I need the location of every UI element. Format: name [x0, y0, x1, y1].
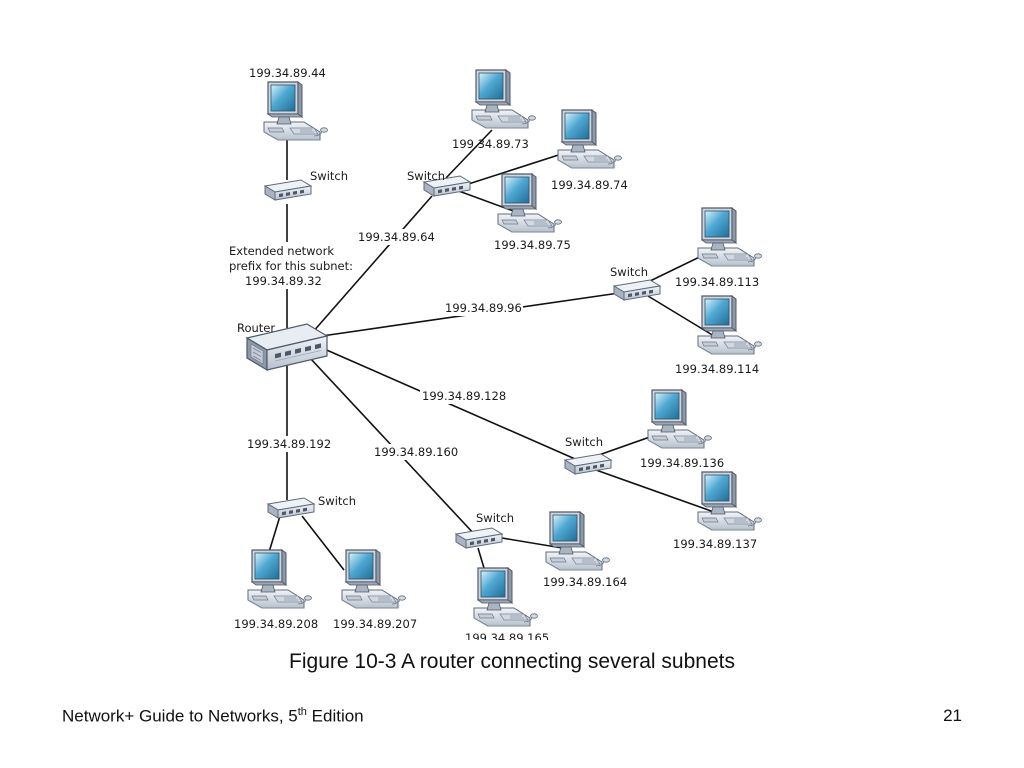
desktop-computer-icon — [697, 207, 763, 267]
switch-label: Switch — [310, 169, 348, 183]
host-ip-label: 199.34.89.164 — [543, 575, 627, 589]
network-switch-icon — [267, 497, 315, 519]
page-number: 21 — [943, 706, 962, 725]
subnet-link-label-line1: Extended network — [229, 244, 334, 258]
host-ip-label: 199.34.89.113 — [675, 275, 759, 289]
host-ip-label: 199.34.89.114 — [675, 362, 759, 376]
link-router-s128 — [321, 347, 583, 463]
host-ip-label: 199.34.89.207 — [333, 617, 417, 631]
host-ip-label: 199.34.89.136 — [640, 456, 724, 470]
network-switch-icon — [455, 527, 503, 549]
host-ip-label: 199.34.89.73 — [452, 137, 529, 151]
switch-label: Switch — [476, 511, 514, 525]
desktop-computer-icon — [697, 295, 763, 355]
link-s192-host-207 — [301, 515, 345, 571]
footer-book-title-sup: th — [297, 706, 307, 718]
host-ip-label: 199.34.89.75 — [494, 238, 571, 252]
desktop-computer-icon — [557, 109, 623, 169]
router-label: Router — [237, 321, 275, 335]
subnet-link-label-line2: prefix for this subnet: — [229, 259, 353, 273]
desktop-computer-icon — [341, 549, 407, 609]
figure-caption: Figure 10-3 A router connecting several … — [289, 650, 735, 673]
desktop-computer-icon — [471, 69, 537, 129]
network-switch-icon — [613, 279, 661, 301]
switch-label: Switch — [565, 435, 603, 449]
link-s128-host-137 — [595, 469, 715, 513]
desktop-computer-icon — [263, 81, 329, 141]
host-ip-label: 199.34.89.137 — [673, 537, 757, 551]
footer-book-title-main: Network+ Guide to Networks, 5 — [62, 706, 298, 726]
host-ip-label: 199.34.89.165 — [465, 631, 549, 640]
network-switch-icon — [264, 179, 312, 201]
link-router-s64 — [311, 195, 433, 334]
host-ip-label: 199.34.89.44 — [249, 66, 326, 80]
link-s96-host-114 — [647, 295, 715, 337]
host-ip-label: 199.34.89.208 — [234, 617, 318, 631]
footer-book-title: Network+ Guide to Networks, 5th Edition — [62, 706, 364, 727]
footer-book-title-end: Edition — [306, 706, 364, 726]
switch-label: Switch — [318, 494, 356, 508]
switch-label: Switch — [610, 265, 648, 279]
subnet-link-label: 199.34.89.64 — [358, 230, 435, 244]
host-ip-label: 199.34.89.74 — [551, 178, 628, 192]
subnet-link-label: 199.34.89.192 — [247, 437, 331, 451]
subnet-link-label: 199.34.89.128 — [422, 389, 506, 403]
desktop-computer-icon — [473, 567, 539, 627]
subnet-link-label-line3: 199.34.89.32 — [245, 274, 322, 288]
subnet-link-label: 199.34.89.160 — [374, 445, 458, 459]
desktop-computer-icon — [697, 471, 763, 531]
link-s64-host-73 — [445, 129, 493, 179]
subnet-link-label: 199.34.89.96 — [445, 301, 522, 315]
desktop-computer-icon — [545, 511, 611, 571]
desktop-computer-icon — [647, 389, 713, 449]
router-subnets-diagram: Router Switch Switch Switch Switch Switc… — [229, 66, 763, 640]
switch-label: Switch — [407, 169, 445, 183]
link-s64-host-74 — [455, 149, 575, 189]
desktop-computer-icon — [247, 549, 313, 609]
